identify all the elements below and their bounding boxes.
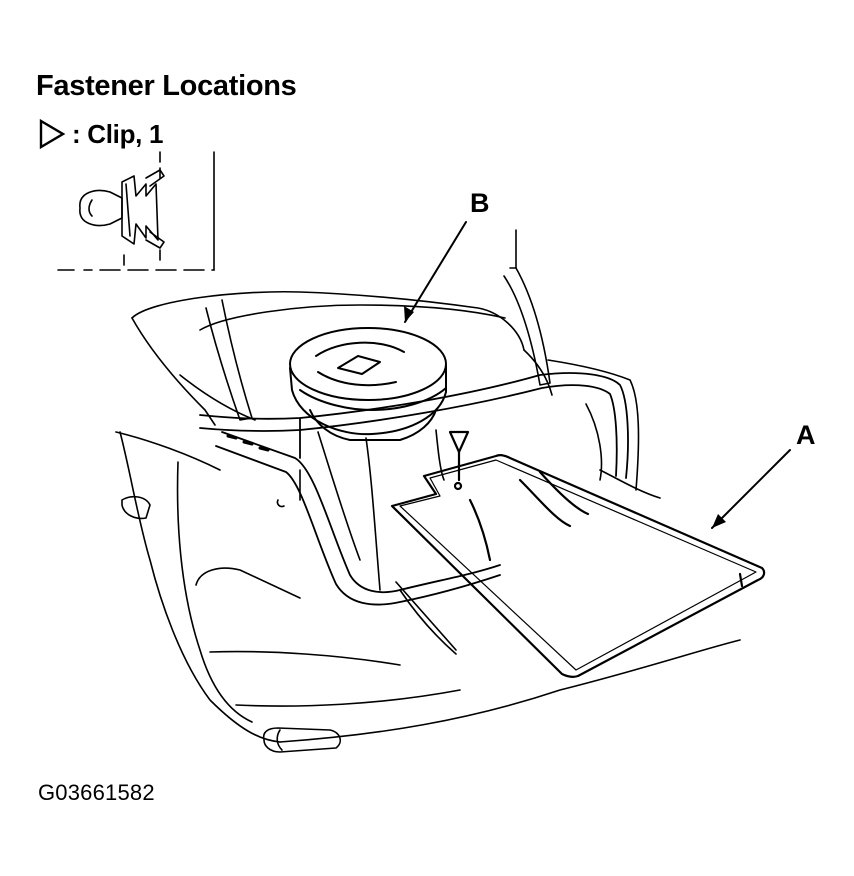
clip-marker [448, 430, 470, 491]
hollow-triangle-icon [39, 118, 66, 150]
figure-id: G03661582 [38, 780, 155, 805]
diagram-title: Fastener Locations [36, 70, 297, 102]
leader-lines [404, 221, 791, 529]
callout-b: B [470, 188, 490, 218]
legend-label: : Clip, 1 [72, 118, 164, 149]
clip-detail-inset [57, 151, 215, 271]
trunk-floor [276, 429, 457, 655]
car-body [115, 229, 741, 753]
trunk-seal [199, 372, 629, 606]
callout-a: A [796, 420, 816, 450]
trunk-mat-a [390, 454, 766, 678]
spare-tire-cover [289, 327, 447, 441]
legend-clip: : Clip, 1 [38, 118, 164, 150]
